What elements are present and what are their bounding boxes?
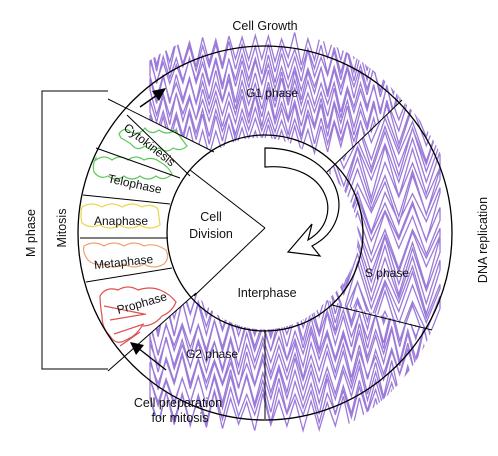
divider-cyto-telo bbox=[126, 114, 191, 177]
label-dna-replication: DNA replication bbox=[476, 197, 490, 283]
arrow-to-prophase-head-icon bbox=[130, 342, 144, 355]
label-cytokinesis: Cytokinesis bbox=[121, 120, 178, 169]
label-g2-phase: G2 phase bbox=[186, 347, 238, 361]
wedge-bottom bbox=[193, 227, 266, 297]
label-division: Division bbox=[189, 227, 233, 241]
divider-mitosis-bottom bbox=[107, 292, 197, 372]
divider-telo-ana bbox=[82, 194, 171, 205]
label-prophase: Prophase bbox=[115, 289, 169, 317]
label-cell-growth: Cell Growth bbox=[232, 19, 297, 33]
arrow-to-prophase-line bbox=[137, 347, 167, 371]
cycle-arrow-icon bbox=[264, 147, 340, 257]
label-s-phase: S phase bbox=[365, 266, 409, 280]
label-cell: Cell bbox=[200, 210, 222, 224]
divider-meta-pro bbox=[85, 267, 173, 283]
m-phase-bracket bbox=[41, 90, 108, 370]
prophase-scribble bbox=[99, 286, 177, 347]
g1-scribble bbox=[149, 30, 401, 158]
divider-mitosis-top bbox=[107, 98, 215, 153]
metaphase-scribble bbox=[82, 242, 169, 268]
label-cell-prep-line2: for mitosis bbox=[152, 411, 209, 425]
label-telophase: Telophase bbox=[107, 172, 164, 197]
label-anaphase: Anaphase bbox=[94, 214, 148, 228]
label-interphase: Interphase bbox=[237, 286, 296, 300]
cytokinesis-scribble bbox=[118, 127, 188, 152]
divider-g1-s bbox=[326, 99, 403, 173]
divider-cyto-telo-2 bbox=[95, 147, 181, 179]
arrow-to-g1-head-icon bbox=[152, 88, 166, 101]
wedge-top bbox=[189, 169, 266, 229]
label-m-phase: M phase bbox=[24, 209, 38, 257]
label-g1-phase: G1 phase bbox=[246, 86, 298, 100]
mitosis-scribbles bbox=[80, 127, 188, 347]
label-metaphase: Metaphase bbox=[93, 252, 154, 272]
label-mitosis: Mitosis bbox=[55, 209, 69, 248]
divider-s-g2 bbox=[331, 304, 433, 331]
s-scribble bbox=[329, 100, 441, 330]
label-cell-prep-line1: Cell preparation bbox=[134, 396, 222, 410]
outer-circle bbox=[77, 45, 453, 421]
anaphase-scribble bbox=[80, 203, 161, 229]
